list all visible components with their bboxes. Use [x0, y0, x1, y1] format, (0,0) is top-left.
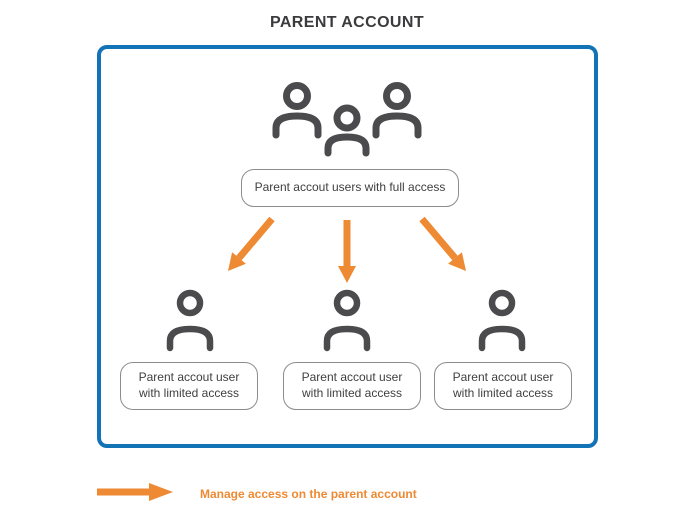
- limited-access-label: Parent accout user with limited access: [301, 370, 403, 400]
- page-title: PARENT ACCOUNT: [269, 14, 425, 31]
- limited-access-label-box: Parent accout user with limited access: [434, 362, 572, 410]
- user-icon: [478, 289, 526, 352]
- parent-account-border: [97, 45, 598, 448]
- full-access-label: Parent accout users with full access: [254, 180, 446, 195]
- full-access-label-box: Parent accout users with full access: [241, 169, 459, 207]
- legend-label: Manage access on the parent account: [200, 487, 417, 501]
- users-group-icon: [272, 82, 422, 160]
- limited-access-label-box: Parent accout user with limited access: [283, 362, 421, 410]
- user-icon: [323, 289, 371, 352]
- limited-access-label: Parent accout user with limited access: [452, 370, 554, 400]
- limited-access-label-box: Parent accout user with limited access: [120, 362, 258, 410]
- arrow-right-icon: [97, 483, 173, 501]
- user-icon: [166, 289, 214, 352]
- limited-access-label: Parent accout user with limited access: [138, 370, 240, 400]
